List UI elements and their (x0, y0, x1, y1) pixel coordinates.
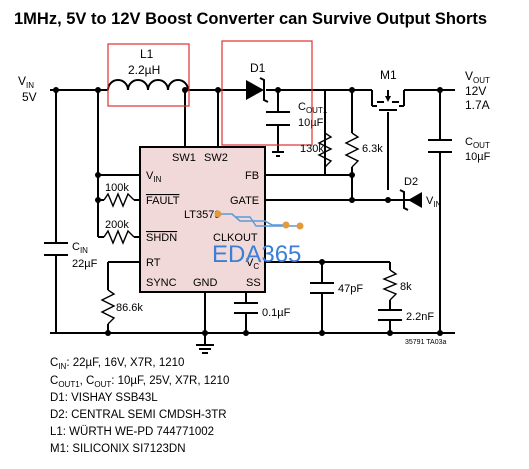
diode-d2: D2 VIN (399, 176, 442, 211)
wires (50, 89, 455, 354)
d2-vin-label: VIN (426, 195, 442, 209)
bom-notes: CIN: 22µF, 16V, X7R, 1210 COUT1, COUT: 1… (50, 357, 229, 455)
capacitor-cout1: COUT1 10µF (266, 101, 328, 129)
cout1-ref: COUT1 (298, 101, 328, 115)
l1-ref: L1 (140, 47, 154, 61)
c-vc-b-value: 2.2nF (406, 311, 434, 323)
resistor-rt: 86.6k (100, 289, 143, 325)
capacitor-2n2: 2.2nF (378, 309, 434, 323)
pin-gate: GATE (230, 195, 259, 207)
cin-ref: CIN (72, 241, 88, 255)
cout-ref: COUT (465, 136, 490, 150)
vout-label: VOUT (465, 69, 490, 85)
resistor-shdn: 200k (103, 219, 135, 245)
r-fb-top-value: 130k (300, 143, 324, 155)
capacitor-ss: 0.1µF (234, 302, 291, 319)
diode-d1: D1 (246, 61, 269, 103)
watermark: EDA365 (212, 241, 301, 268)
pin-ss: SS (246, 277, 261, 289)
highlight-box-d1 (221, 40, 313, 146)
r-fault-value: 100k (105, 182, 129, 194)
r-shdn-value: 200k (105, 219, 129, 231)
c-ss-value: 0.1µF (262, 307, 291, 319)
pin-shdn: SHDN (146, 232, 177, 244)
capacitor-cin: CIN 22µF (44, 241, 98, 270)
ic-body (139, 146, 266, 293)
pin-clkout: CLKOUT (213, 232, 258, 244)
d1-ref: D1 (250, 61, 266, 75)
doc-code: 35791 TA03a (405, 339, 446, 346)
ic-name: LT3579 (184, 209, 221, 221)
overlay-trace (214, 210, 304, 230)
pin-sw1: SW1 (172, 152, 196, 164)
pin-vin: VIN (146, 170, 162, 184)
capacitor-cout: COUT 10µF (428, 136, 491, 163)
cout1-value: 10µF (298, 117, 324, 129)
pin-gnd: GND (193, 277, 218, 289)
m1-ref: M1 (380, 68, 397, 82)
bom-line-cin: CIN: 22µF, 16V, X7R, 1210 (50, 357, 184, 371)
r-vc-value: 8k (400, 281, 412, 293)
cin-value: 22µF (72, 258, 98, 270)
pin-rt: RT (146, 257, 161, 269)
pin-vc: VC (246, 257, 259, 271)
pin-fault: FAULT (146, 195, 180, 207)
mosfet-m1: M1 (371, 68, 405, 111)
ic-pins: SW1 SW2 VIN FAULT SHDN RT SYNC GND FB GA… (146, 152, 261, 289)
r-fb-bottom-value: 6.3k (362, 143, 383, 155)
highlight-box-l1 (107, 43, 190, 107)
vout-current: 1.7A (465, 98, 490, 112)
cout-value: 10µF (465, 151, 491, 163)
inductor-l1: L1 2.2µH (107, 47, 189, 91)
bom-line-l1: L1: WÜRTH WE-PD 744771002 (50, 426, 214, 438)
bom-line-m1: M1: SILICONIX SI7123DN (50, 443, 186, 455)
c-vc-a-value: 47pF (338, 283, 363, 295)
r-rt-value: 86.6k (116, 302, 143, 314)
l1-value: 2.2µH (128, 63, 160, 77)
junction-dots (53, 87, 443, 336)
pin-fb: FB (245, 170, 259, 182)
bom-line-d2: D2: CENTRAL SEMI CMDSH-3TR (50, 409, 227, 421)
title: 1MHz, 5V to 12V Boost Converter can Surv… (14, 10, 487, 28)
resistor-fb-top: 130k (300, 90, 333, 168)
bom-line-d1: D1: VISHAY SSB43L (50, 392, 158, 404)
vin-voltage: 5V (22, 90, 37, 104)
d2-ref: D2 (404, 176, 418, 188)
resistor-fb-bottom: 6.3k (344, 132, 383, 168)
vout-voltage: 12V (465, 84, 486, 98)
vin-label: VIN (18, 74, 34, 90)
resistor-vc: 8k (382, 269, 412, 301)
bom-line-cout: COUT1, COUT: 10µF, 25V, X7R, 1210 (50, 375, 229, 389)
pin-sw2: SW2 (204, 152, 228, 164)
capacitor-47pf: 47pF (310, 282, 363, 295)
pin-sync: SYNC (146, 277, 177, 289)
resistor-fault: 100k (103, 182, 135, 208)
